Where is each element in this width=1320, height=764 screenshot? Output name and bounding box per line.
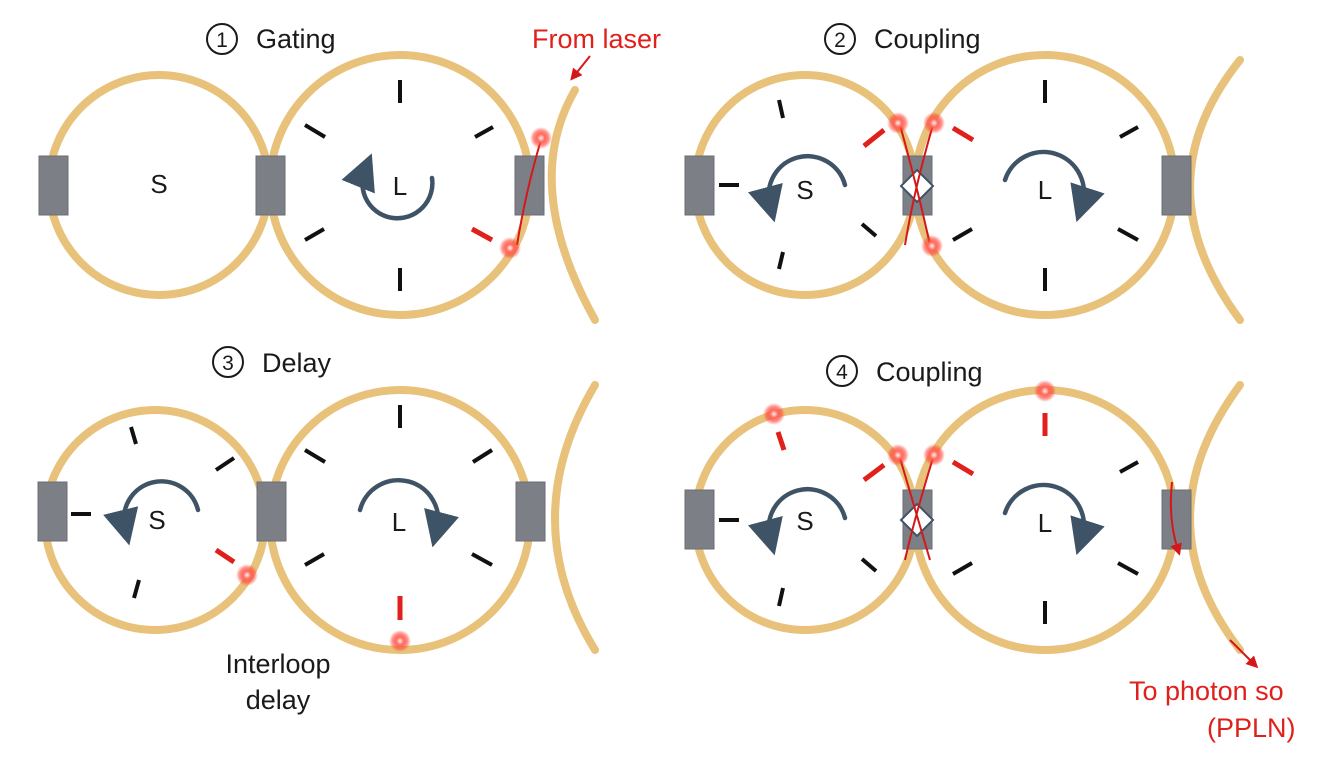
- fiber-coupler-icon: [256, 481, 287, 542]
- io-fiber: [547, 86, 599, 324]
- panel-title: 3 Delay: [212, 346, 332, 378]
- pulse-dot-icon: [530, 127, 552, 149]
- ppln-label: (PPLN): [1207, 713, 1296, 743]
- fiber-coupler-icon: [684, 489, 715, 550]
- fiber-coupler-icon: [684, 155, 715, 216]
- panel-coupling-2: 4 Coupling S L: [684, 355, 1296, 743]
- svg-text:S: S: [148, 505, 165, 535]
- swap-path: [904, 124, 934, 246]
- pulse-dot-icon: [923, 444, 945, 466]
- time-bin-ticks: [719, 80, 1139, 291]
- rotation-arrow-icon: [1002, 482, 1105, 556]
- svg-text:L: L: [393, 171, 407, 201]
- io-fiber: [551, 381, 599, 654]
- svg-text:L: L: [1038, 508, 1052, 538]
- rotation-arrow-icon: [747, 486, 848, 556]
- panel-gating: 1 Gating S L From laser: [38, 23, 661, 324]
- pulse-dot-icon: [499, 237, 521, 259]
- pulse-dot-icon: [923, 112, 945, 134]
- time-bin-ticks: [719, 413, 1139, 624]
- beam-splitter-diamond-icon: [899, 502, 935, 538]
- svg-text:2: 2: [834, 29, 846, 52]
- fiber-coupler-icon: [515, 481, 546, 542]
- swap-path: [904, 457, 934, 561]
- rotation-arrow-icon: [1002, 149, 1105, 223]
- pulse-dot-icon: [887, 444, 909, 466]
- pulse-dot-icon: [389, 630, 411, 652]
- fiber-coupler-icon: [38, 155, 69, 216]
- io-fiber: [1186, 56, 1244, 324]
- time-bin-ticks: [71, 405, 494, 620]
- laser-input-arrow: [570, 55, 591, 81]
- rotation-arrow-icon: [103, 479, 201, 546]
- svg-text:Coupling: Coupling: [874, 24, 981, 54]
- svg-text:Delay: Delay: [262, 348, 332, 378]
- pulse-dot-icon: [887, 112, 909, 134]
- rotation-arrow-icon: [357, 477, 459, 548]
- pulse-dot-icon: [763, 403, 785, 425]
- time-bin-ticks: [303, 80, 494, 291]
- pulse-dot-icon: [921, 235, 943, 257]
- svg-text:L: L: [1038, 175, 1052, 205]
- fiber-coupler-icon: [255, 155, 286, 216]
- svg-text:S: S: [796, 175, 813, 205]
- injection-path: [516, 139, 542, 246]
- panel-title: 2 Coupling: [824, 23, 981, 55]
- from-laser-label: From laser: [532, 24, 661, 54]
- interloop-label: delay: [246, 685, 311, 715]
- panel-coupling-1: 2 Coupling S L: [684, 23, 1244, 324]
- svg-text:Coupling: Coupling: [876, 357, 983, 387]
- svg-text:1: 1: [216, 29, 228, 52]
- svg-text:S: S: [796, 506, 813, 536]
- output-arrow: [1229, 639, 1259, 669]
- pulse-dot-icon: [1034, 380, 1056, 402]
- output-path: [1169, 481, 1182, 556]
- panel-title: 4 Coupling: [826, 355, 983, 387]
- rotation-arrow-icon: [341, 153, 435, 221]
- fiber-coupler-icon: [1161, 155, 1192, 216]
- pulse-dot-icon: [236, 564, 258, 586]
- fiber-coupler-icon: [37, 481, 68, 542]
- io-fiber: [1186, 381, 1244, 654]
- svg-text:Gating: Gating: [256, 24, 336, 54]
- panel-delay: 3 Delay S L Interloop delay: [37, 346, 599, 715]
- interloop-label: Interloop: [225, 649, 330, 679]
- rotation-arrow-icon: [747, 153, 848, 223]
- svg-text:S: S: [150, 169, 167, 199]
- fiber-coupler-icon: [1161, 489, 1192, 550]
- svg-text:3: 3: [222, 352, 234, 375]
- svg-text:L: L: [392, 507, 406, 537]
- panel-title: 1 Gating: [206, 23, 336, 55]
- svg-text:4: 4: [836, 361, 848, 384]
- to-photon-source-label: To photon so: [1129, 676, 1284, 706]
